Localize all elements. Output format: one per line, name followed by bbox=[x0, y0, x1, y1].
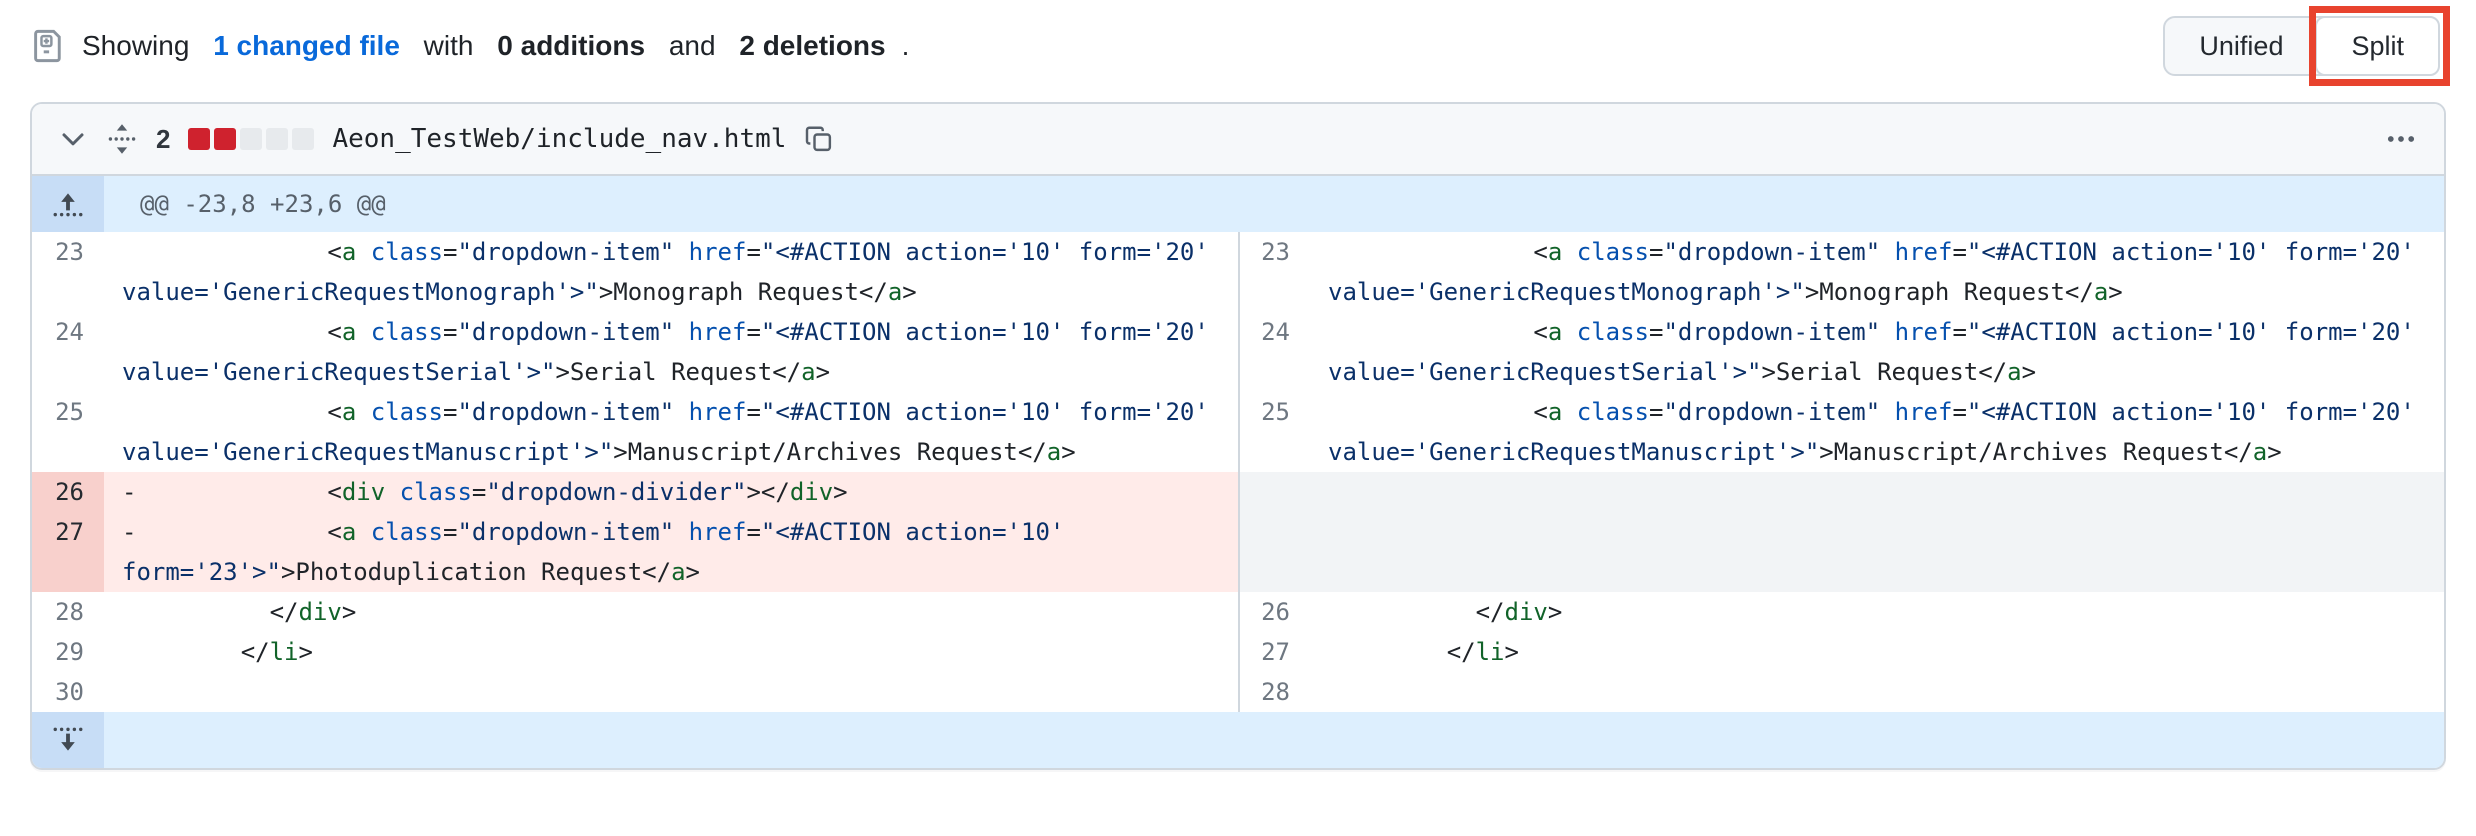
new-code-line: </li> bbox=[1360, 638, 1519, 666]
file-name-link[interactable]: Aeon_TestWeb/include_nav.html bbox=[332, 124, 787, 154]
split-diff: @@ -23,8 +23,6 @@ 23 <a class="dropdown-… bbox=[32, 176, 2444, 768]
old-code-line: <a class="dropdown-item" href="<#ACTION … bbox=[122, 238, 1224, 306]
old-code-line: <a class="dropdown-item" href="<#ACTION … bbox=[122, 318, 1224, 386]
expand-footer-strip bbox=[104, 712, 2444, 768]
diff-row-deletion: 26 - <div class="dropdown-divider"></div… bbox=[32, 472, 2444, 512]
new-line-number[interactable]: 28 bbox=[1238, 672, 1310, 712]
empty-line-number bbox=[1238, 472, 1310, 512]
additions-count: 0 additions bbox=[497, 30, 646, 61]
summary-and: and bbox=[661, 30, 724, 61]
old-line-number[interactable]: 27 bbox=[32, 512, 104, 592]
expand-up-button[interactable] bbox=[32, 176, 104, 232]
old-line-number[interactable]: 25 bbox=[55, 398, 84, 426]
deleted-code-line: - <a class="dropdown-item" href="<#ACTIO… bbox=[104, 512, 1238, 592]
new-line-number[interactable]: 24 bbox=[1238, 312, 1310, 392]
old-line-number[interactable]: 24 bbox=[55, 318, 84, 346]
copy-path-button[interactable] bbox=[804, 124, 834, 154]
unified-view-button[interactable]: Unified bbox=[2199, 31, 2284, 61]
split-view-button[interactable]: Split bbox=[2315, 16, 2440, 76]
file-diff-card: 2 Aeon_TestWeb/include_nav.html bbox=[30, 102, 2446, 770]
new-code-line: <a class="dropdown-item" href="<#ACTION … bbox=[1328, 398, 2430, 466]
diffstat-squares bbox=[188, 128, 315, 150]
file-header: 2 Aeon_TestWeb/include_nav.html bbox=[32, 104, 2444, 176]
hunk-header: @@ -23,8 +23,6 @@ bbox=[104, 176, 2444, 232]
diff-row: 25 <a class="dropdown-item" href="<#ACTI… bbox=[32, 392, 2444, 472]
summary-period: . bbox=[901, 30, 910, 61]
bottom-expand-row bbox=[32, 712, 2444, 768]
old-line-number[interactable]: 29 bbox=[55, 638, 84, 666]
old-code-line bbox=[104, 672, 1238, 712]
expand-up-icon bbox=[51, 187, 85, 221]
summary-prefix: Showing bbox=[82, 30, 198, 61]
old-line-number[interactable]: 26 bbox=[32, 472, 104, 512]
chevron-down-icon bbox=[58, 124, 88, 154]
old-code-line: </div> bbox=[154, 598, 357, 626]
empty-line-number bbox=[1238, 512, 1310, 592]
file-diff-icon bbox=[30, 28, 66, 64]
diff-row: 28 </div> 26 </div> bbox=[32, 592, 2444, 632]
changed-files-summary: Showing 1 changed file with 0 additions … bbox=[30, 20, 909, 72]
summary-with: with bbox=[415, 30, 482, 61]
diff-row: 24 <a class="dropdown-item" href="<#ACTI… bbox=[32, 312, 2444, 392]
new-code-line bbox=[1310, 672, 2444, 712]
diff-row: 23 <a class="dropdown-item" href="<#ACTI… bbox=[32, 232, 2444, 312]
new-line-number[interactable]: 25 bbox=[1238, 392, 1310, 472]
diff-row: 29 </li> 27 </li> bbox=[32, 632, 2444, 672]
copy-icon bbox=[804, 124, 834, 154]
kebab-menu-icon bbox=[2384, 122, 2418, 156]
drag-handle-icon[interactable] bbox=[106, 123, 138, 155]
diff-summary-bar: Showing 1 changed file with 0 additions … bbox=[0, 0, 2476, 88]
old-line-number[interactable]: 28 bbox=[55, 598, 84, 626]
old-line-number[interactable]: 23 bbox=[55, 238, 84, 266]
empty-code-cell bbox=[1310, 472, 2444, 512]
new-code-line: <a class="dropdown-item" href="<#ACTION … bbox=[1328, 318, 2430, 386]
deletions-count: 2 deletions bbox=[739, 30, 886, 61]
new-code-line: </div> bbox=[1360, 598, 1563, 626]
new-line-number[interactable]: 23 bbox=[1238, 232, 1310, 312]
collapse-file-button[interactable] bbox=[58, 124, 88, 154]
file-changes-count: 2 bbox=[156, 123, 171, 154]
empty-code-cell bbox=[1310, 512, 2444, 592]
new-line-number[interactable]: 26 bbox=[1238, 592, 1310, 632]
expand-down-button[interactable] bbox=[32, 712, 104, 768]
diff-row-deletion: 27 - <a class="dropdown-item" href="<#AC… bbox=[32, 512, 2444, 592]
new-line-number[interactable]: 27 bbox=[1238, 632, 1310, 672]
deleted-code-line: - <div class="dropdown-divider"></div> bbox=[104, 472, 1238, 512]
diff-view-toggle: Unified Split bbox=[2163, 6, 2450, 86]
hunk-row: @@ -23,8 +23,6 @@ bbox=[32, 176, 2444, 232]
old-code-line: </li> bbox=[154, 638, 313, 666]
file-options-button[interactable] bbox=[2384, 122, 2418, 156]
old-code-line: <a class="dropdown-item" href="<#ACTION … bbox=[122, 398, 1224, 466]
changed-files-link[interactable]: 1 changed file bbox=[213, 30, 400, 61]
new-code-line: <a class="dropdown-item" href="<#ACTION … bbox=[1328, 238, 2430, 306]
old-line-number[interactable]: 30 bbox=[55, 678, 84, 706]
expand-down-icon bbox=[51, 723, 85, 757]
diff-row: 30 28 bbox=[32, 672, 2444, 712]
